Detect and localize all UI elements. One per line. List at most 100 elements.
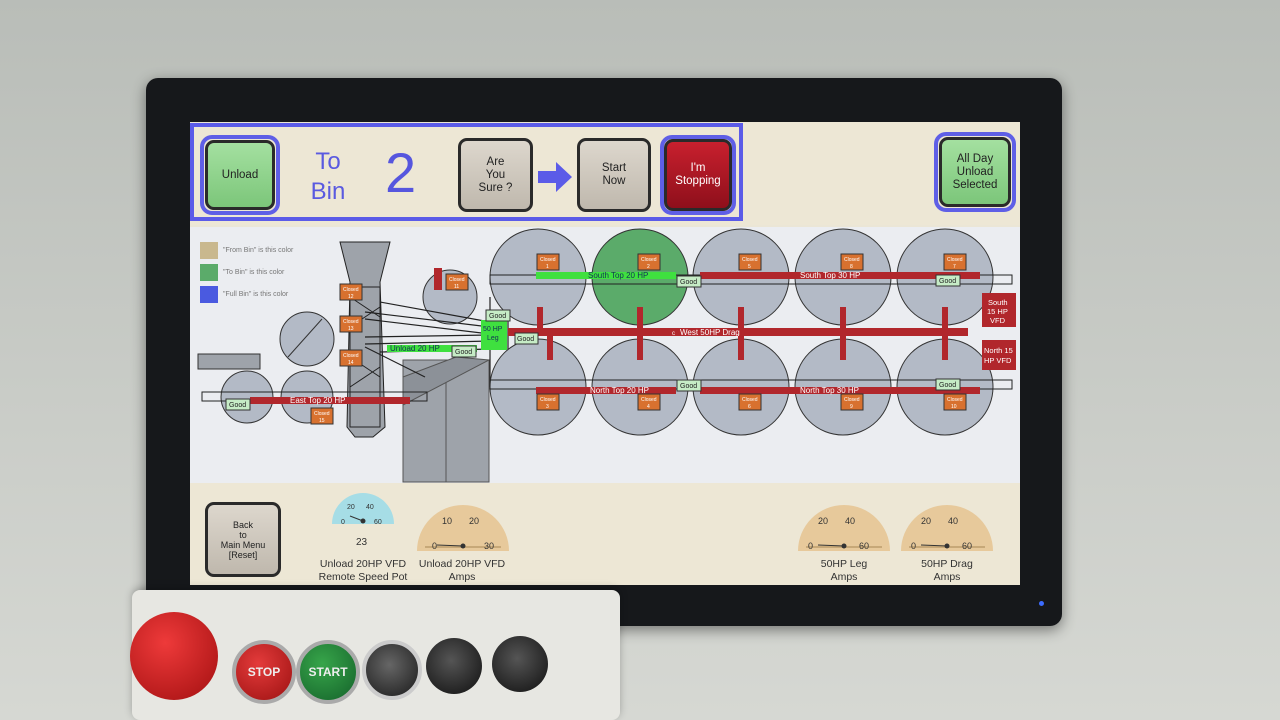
leg-amps-tick-40: 40 bbox=[845, 516, 855, 526]
back-line-3: Main Menu bbox=[220, 539, 266, 550]
north-15hp-vfd[interactable] bbox=[982, 340, 1016, 370]
status-good-east[interactable]: Good bbox=[225, 398, 251, 411]
svg-text:Closed: Closed bbox=[742, 397, 758, 403]
unload-button-frame bbox=[200, 135, 280, 215]
status-good-south-20[interactable]: Good bbox=[676, 275, 702, 288]
legend-swatch-from-bin bbox=[200, 242, 218, 259]
svg-text:5: 5 bbox=[748, 264, 751, 270]
east-top-20hp-conveyor[interactable] bbox=[250, 397, 410, 404]
left-bin-upper[interactable] bbox=[279, 311, 335, 367]
west-50hp-drag[interactable] bbox=[508, 328, 968, 336]
all-day-button-frame bbox=[934, 132, 1016, 212]
selector-switch-1[interactable] bbox=[426, 638, 482, 694]
unload-button[interactable]: Unload bbox=[205, 140, 275, 210]
svg-text:9: 9 bbox=[850, 404, 853, 410]
drag-spouts bbox=[537, 307, 948, 360]
leg-50hp[interactable] bbox=[481, 320, 507, 350]
unload-20hp-conveyor[interactable] bbox=[387, 345, 477, 352]
power-led bbox=[1039, 601, 1044, 606]
unload-amps-tick-0: 0 bbox=[432, 541, 437, 551]
north-vfd-label-1: North 15 bbox=[984, 346, 1013, 355]
svg-text:Closed: Closed bbox=[314, 411, 330, 417]
drag-amps-tick-20: 20 bbox=[921, 516, 931, 526]
south-top-20hp-conveyor[interactable] bbox=[536, 272, 676, 279]
svg-text:Closed: Closed bbox=[343, 287, 359, 293]
leg-label-2: Leg bbox=[487, 335, 499, 342]
back-line-4: [Reset] bbox=[228, 549, 258, 560]
emergency-stop-button[interactable] bbox=[130, 612, 218, 700]
svg-text:Closed: Closed bbox=[641, 257, 657, 263]
selector-switch-2[interactable] bbox=[492, 636, 548, 692]
svg-text:11: 11 bbox=[454, 284, 459, 290]
north-top-30hp-conveyor[interactable] bbox=[700, 387, 980, 394]
are-you-sure-button[interactable]: Are You Sure ? bbox=[458, 138, 533, 212]
status-good-unload[interactable]: Good bbox=[451, 345, 477, 358]
unload-amps-label: Unload 20HP VFD Amps bbox=[412, 558, 512, 584]
south-top-30hp-conveyor[interactable] bbox=[700, 272, 980, 279]
all-day-unload-button[interactable]: All Day Unload Selected bbox=[939, 137, 1011, 207]
svg-text:13: 13 bbox=[348, 326, 354, 332]
status-good-leg-2[interactable]: Good bbox=[514, 332, 539, 345]
start-pushbutton[interactable]: START bbox=[296, 640, 360, 704]
start-now-line-1: Start bbox=[601, 162, 627, 174]
legend-full-bin: "Full Bin" is this color bbox=[223, 291, 289, 298]
dump-pit bbox=[197, 353, 261, 370]
east-top-20hp-label: East Top 20 HP bbox=[290, 396, 345, 405]
start-now-button[interactable]: Start Now bbox=[577, 138, 651, 212]
stopping-button[interactable]: I'm Stopping bbox=[664, 139, 732, 211]
drag-amps-tick-0: 0 bbox=[911, 541, 916, 551]
hmi-screen: Unload To Bin 2 Are You Sure ? Start Now bbox=[190, 122, 1020, 585]
top-bar: Unload To Bin 2 Are You Sure ? Start Now bbox=[190, 122, 1020, 225]
to-bin-label: To Bin bbox=[298, 147, 358, 207]
status-good-south-30[interactable]: Good bbox=[935, 274, 961, 287]
unload-amps-tick-10: 10 bbox=[442, 516, 452, 526]
status-good-north-30[interactable]: Good bbox=[935, 378, 961, 391]
drag-amps-label-1: 50HP Drag bbox=[921, 558, 973, 570]
are-you-sure-line-3: Sure ? bbox=[478, 181, 513, 194]
diagram-canvas: East Top 20 HP Unload 20 HP 50 HP Leg bbox=[197, 228, 1016, 483]
status-good-leg[interactable]: Good bbox=[485, 309, 511, 322]
unload-20hp-label: Unload 20 HP bbox=[390, 344, 440, 353]
svg-text:10: 10 bbox=[951, 404, 957, 410]
speed-pot-gauge[interactable]: 20 40 0 60 bbox=[330, 486, 396, 526]
speed-pot-tick-20: 20 bbox=[347, 504, 355, 511]
stopping-line-1: I'm bbox=[690, 162, 706, 174]
svg-text:Good: Good bbox=[229, 402, 246, 409]
svg-text:Closed: Closed bbox=[343, 319, 359, 325]
back-to-main-menu-button[interactable]: Back to Main Menu [Reset] bbox=[205, 502, 281, 577]
svg-text:Closed: Closed bbox=[449, 277, 465, 283]
back-line-2: to bbox=[239, 529, 247, 540]
stop-pushbutton[interactable]: STOP bbox=[232, 640, 296, 704]
leg-amps-label: 50HP Leg Amps bbox=[794, 558, 894, 584]
svg-text:12: 12 bbox=[348, 294, 354, 300]
svg-text:Closed: Closed bbox=[540, 397, 556, 403]
svg-text:3: 3 bbox=[546, 404, 549, 410]
all-day-line-2: Unload bbox=[956, 165, 994, 178]
bottom-bar: Back to Main Menu [Reset] 20 40 0 60 23 … bbox=[190, 483, 1020, 585]
south-top-30hp-label: South Top 30 HP bbox=[800, 271, 860, 280]
unload-sequence-frame bbox=[190, 123, 743, 221]
unload-amps-label-1: Unload 20HP VFD bbox=[418, 558, 506, 570]
legend-swatch-full-bin bbox=[200, 286, 218, 303]
svg-text:Closed: Closed bbox=[742, 257, 758, 263]
status-good-north-20[interactable]: Good bbox=[676, 379, 702, 392]
stopping-button-frame bbox=[660, 135, 736, 215]
south-15hp-vfd[interactable] bbox=[982, 293, 1016, 327]
north-top-20hp-conveyor[interactable] bbox=[536, 387, 676, 394]
svg-text:Closed: Closed bbox=[947, 397, 963, 403]
